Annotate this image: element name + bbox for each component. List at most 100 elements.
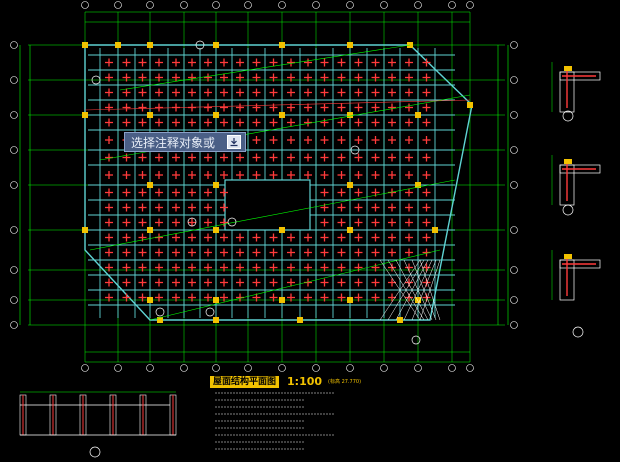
column [347,42,353,48]
column [213,297,219,303]
column [82,42,88,48]
axis-bubble [180,1,188,9]
column [397,317,403,323]
axis-bubble [278,364,286,372]
axis-bubble [510,76,518,84]
section-marker [155,307,165,317]
hatch-line [387,259,425,321]
column [147,297,153,303]
axis-bubble [244,1,252,9]
axis-bubble [212,364,220,372]
axis-bubble [81,1,89,9]
column [415,182,421,188]
rebar-layer [105,58,431,302]
column [279,227,285,233]
column [82,227,88,233]
section-details [19,62,601,458]
axis-bubble [380,364,388,372]
slab-opening [224,179,311,231]
plan-title-text: 屋面结构平面图 [210,375,280,388]
axis-bubble [10,226,18,234]
section-marker [350,145,360,155]
axis-bubble [510,181,518,189]
column [213,227,219,233]
detail-marker [89,446,101,458]
axis-bubble [414,1,422,9]
diagonal-line [89,179,456,251]
column [415,297,421,303]
hatch-line [419,259,441,321]
axis-bubble [510,41,518,49]
axis-bubble [278,1,286,9]
column [297,317,303,323]
column [147,182,153,188]
axis-bubble [180,364,188,372]
plan-scale: 1:100 [287,375,323,388]
column [279,297,285,303]
axis-bubble [510,296,518,304]
column [279,42,285,48]
detail-section [559,259,601,269]
section-marker [205,307,215,317]
plan-elevation-note: (标高 27.770) [328,379,362,385]
axis-bubble [466,364,474,372]
axis-bubble [346,1,354,9]
axis-bubble [312,1,320,9]
axis-bubble [244,364,252,372]
axis-bubble [10,181,18,189]
axis-bubble [81,364,89,372]
detail-marker [572,326,584,338]
hatch-line [395,259,429,321]
section-marker [91,75,101,85]
axis-bubble [10,266,18,274]
hatch-line [411,259,437,321]
diagonal-line [84,99,471,111]
column [213,112,219,118]
axis-bubble [114,1,122,9]
detail-section [559,164,601,174]
diagonal-line [149,249,441,321]
axis-bubble [510,321,518,329]
column [82,112,88,118]
column [115,42,121,48]
column [347,182,353,188]
axis-bubble [212,1,220,9]
column [147,227,153,233]
detail-marker [562,110,574,122]
axis-bubble [10,296,18,304]
axis-bubble [114,364,122,372]
column [157,317,163,323]
column [432,227,438,233]
download-icon[interactable] [227,135,241,149]
section-marker [227,217,237,227]
axis-bubble [346,364,354,372]
axis-bubble [146,1,154,9]
axis-bubble [510,146,518,154]
detail-tag [564,159,572,164]
axis-bubble [146,364,154,372]
section-marker [195,40,205,50]
column [415,112,421,118]
axis-bubble [448,364,456,372]
column [147,112,153,118]
axis-bubble [312,364,320,372]
detail-tag [564,254,572,259]
hatch-line [403,259,433,321]
column [213,42,219,48]
column [279,112,285,118]
axis-bubble [510,266,518,274]
detail-tag [564,66,572,71]
column [467,102,473,108]
column [213,182,219,188]
axis-bubble [414,364,422,372]
column [213,317,219,323]
axis-bubble [10,111,18,119]
detail-marker [562,204,574,216]
column [347,112,353,118]
command-tooltip[interactable]: 选择注释对象或 [124,132,246,152]
column [347,297,353,303]
axis-bubble [466,1,474,9]
tooltip-label: 选择注释对象或 [131,135,216,150]
hatch-line [379,259,421,321]
